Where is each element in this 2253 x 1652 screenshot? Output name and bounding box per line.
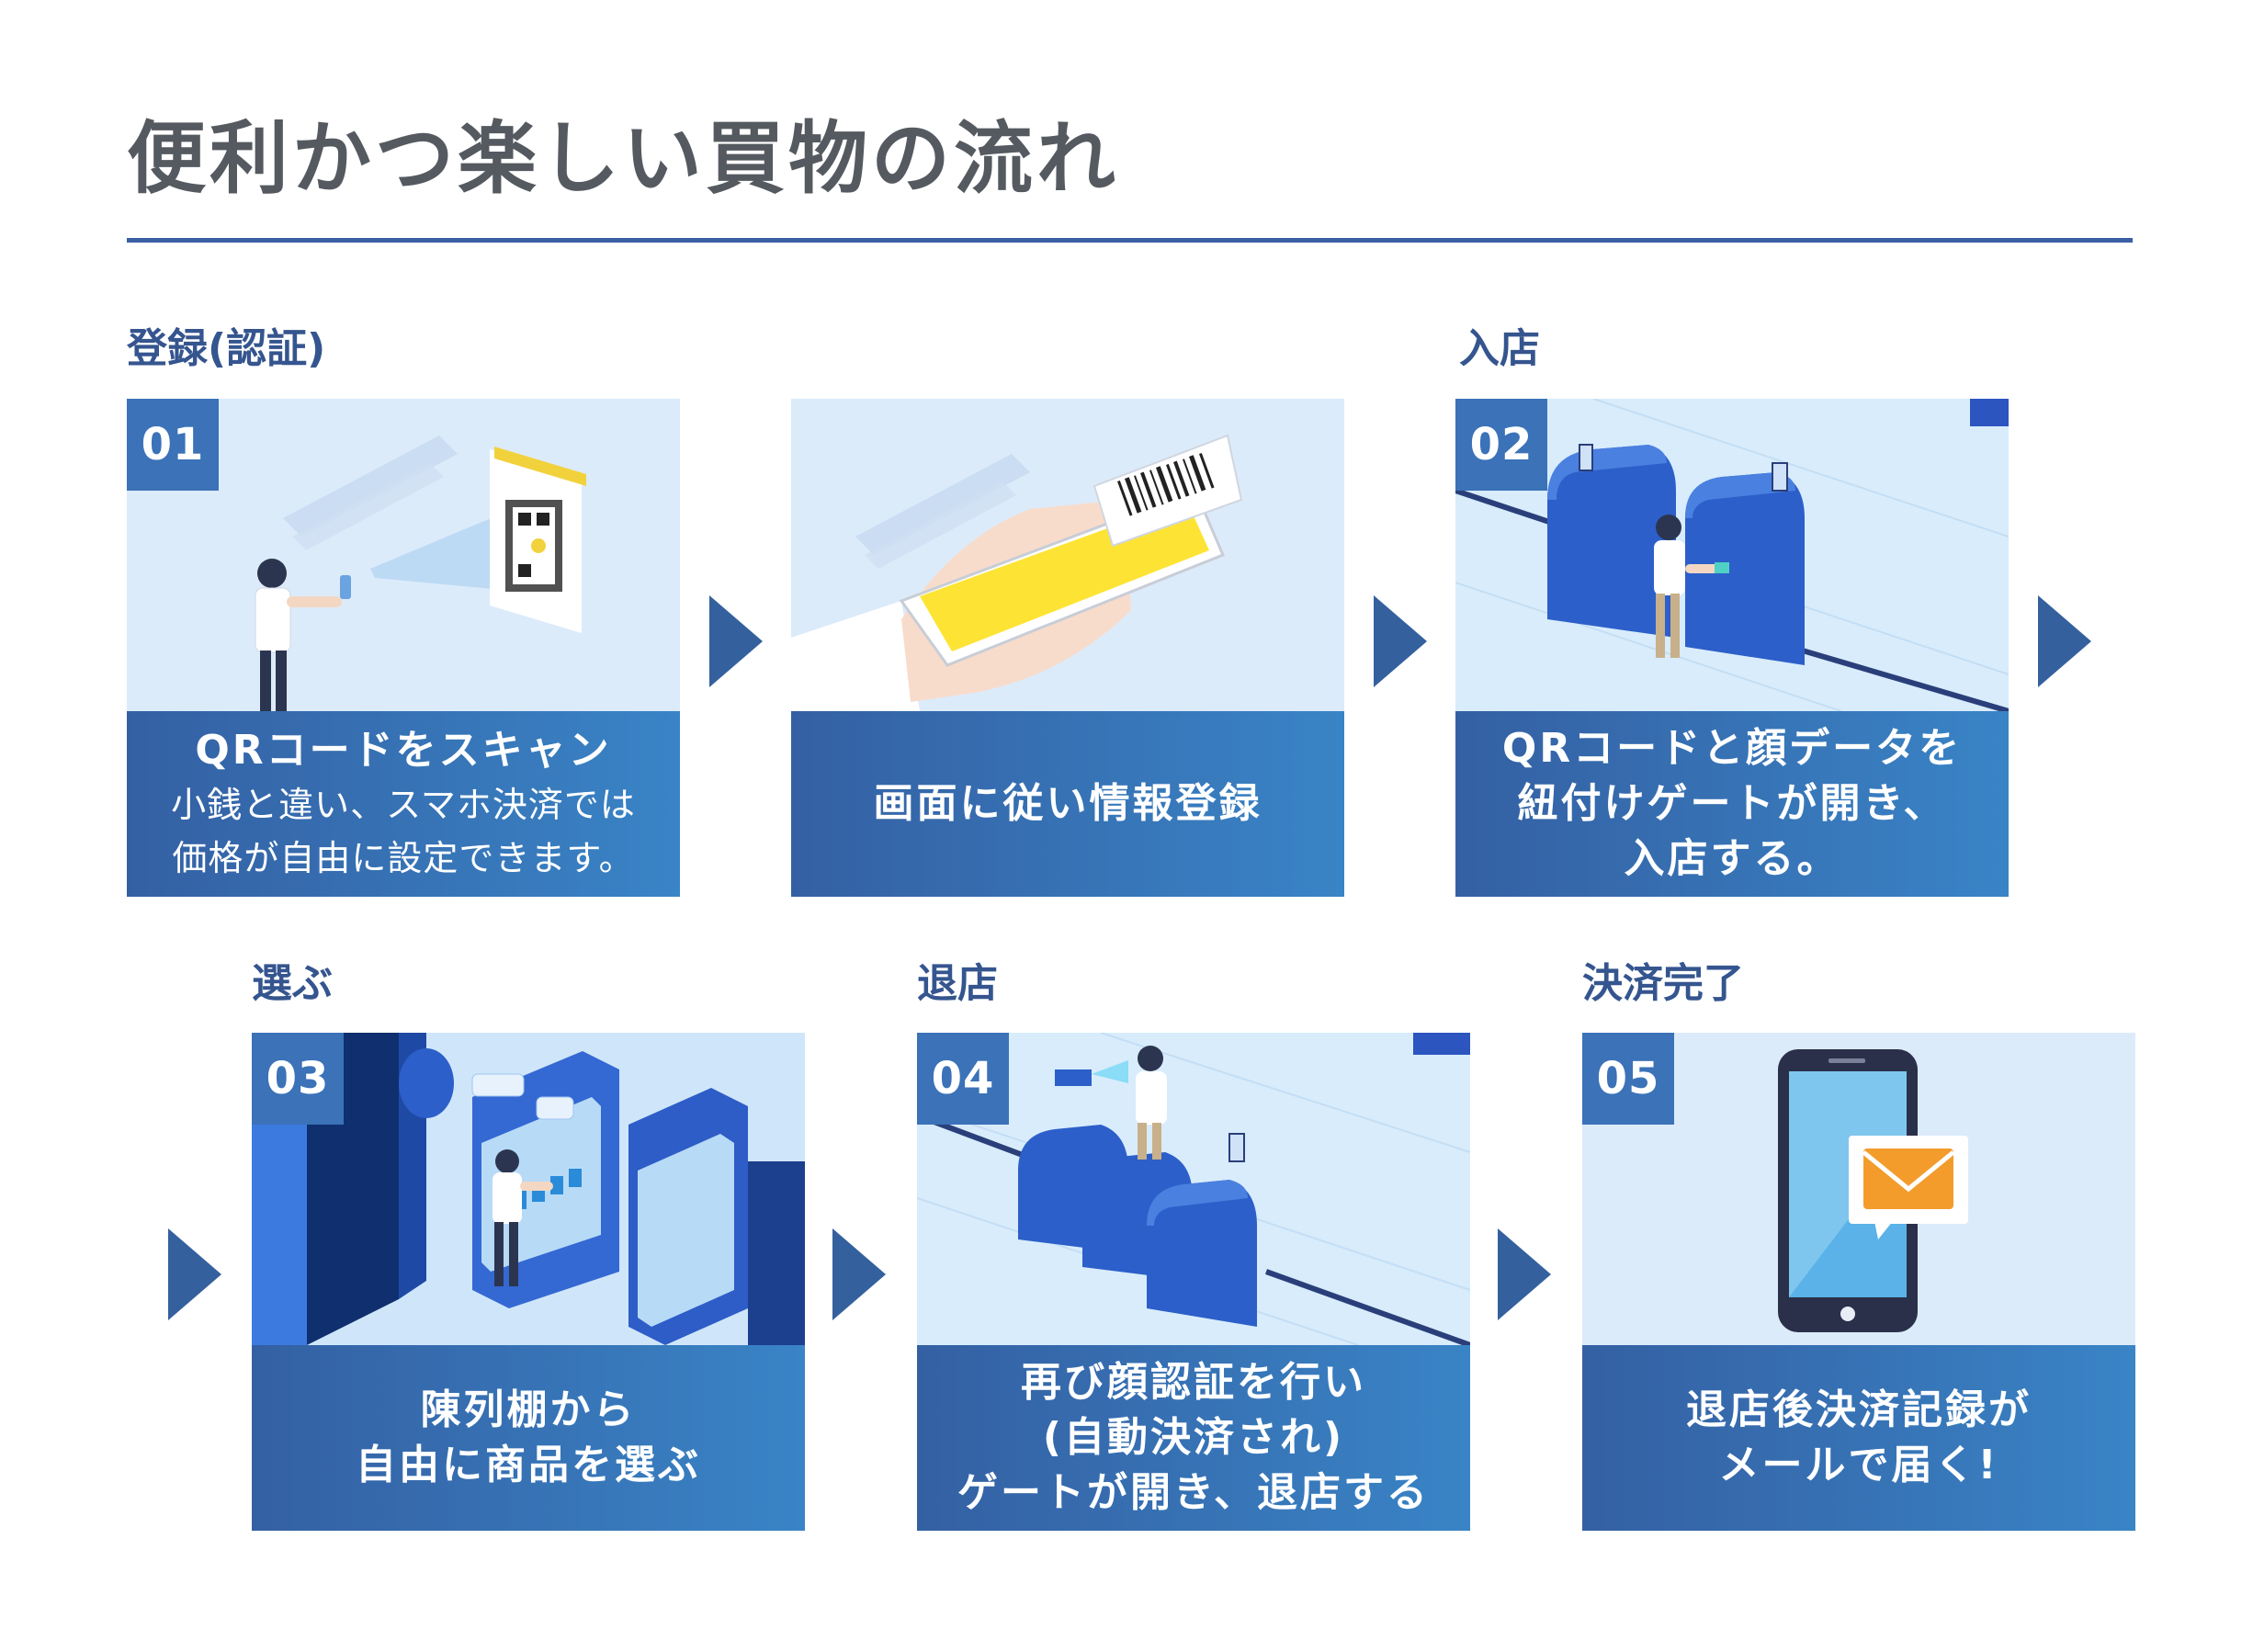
step-caption-01: QRコードをスキャン 小銭と違い、スマホ決済では 価格が自由に設定できます。 — [127, 711, 680, 897]
step-title-04-line2: (自動決済され) — [1042, 1414, 1345, 1461]
step-badge-05: 05 — [1582, 1033, 1674, 1125]
step-card-02: 02 QRコードと顔データを 紐付けゲートが開き、 入店する。 — [1455, 399, 2009, 897]
step-caption-05: 退店後決済記録が メールで届く! — [1582, 1345, 2135, 1531]
phone-mail-illustration — [1582, 1033, 2135, 1345]
arrow-right-icon — [832, 1228, 886, 1320]
step-caption-04: 再び顔認証を行い (自動決済され) ゲートが開き、退店する — [917, 1345, 1470, 1531]
step-badge-02: 02 — [1455, 399, 1547, 491]
arrow-right-icon — [2038, 595, 2091, 687]
page-title: 便利かつ楽しい買物の流れ — [127, 113, 1119, 205]
step-title-02-line2: 紐付けゲートが開き、 — [1517, 780, 1947, 827]
step-card-04: 04 再び顔認証を行い (自動決済され) ゲートが開き、退店する — [917, 1033, 1470, 1531]
step-title-02-line3: 入店する。 — [1624, 835, 1840, 882]
step-title-03-line1: 陳列棚から — [420, 1386, 637, 1433]
step-badge-03: 03 — [252, 1033, 344, 1125]
step-title-03-line2: 自由に商品を選ぶ — [356, 1442, 701, 1488]
section-label-register: 登録(認証) — [127, 325, 326, 372]
step-description-line2: 価格が自由に設定できます。 — [172, 838, 635, 878]
step-title-05-line1: 退店後決済記録が — [1686, 1386, 2032, 1433]
arrow-right-icon — [1374, 595, 1427, 687]
step-title-01: QRコードをスキャン — [195, 727, 612, 774]
entry-gate-illustration — [1455, 399, 2009, 711]
store-shelves-illustration — [252, 1033, 805, 1345]
step-badge-01: 01 — [127, 399, 219, 491]
step-caption-02: QRコードと顔データを 紐付けゲートが開き、 入店する。 — [1455, 711, 2009, 897]
exit-gate-illustration — [917, 1033, 1470, 1345]
step-title-04-line3: ゲートが開き、退店する — [957, 1469, 1430, 1516]
person-scanning-qr-illustration — [127, 399, 680, 711]
step-caption-03: 陳列棚から 自由に商品を選ぶ — [252, 1345, 805, 1531]
step-title-02-line1: QRコードと顔データを — [1501, 725, 1963, 772]
step-card-03: 03 陳列棚から 自由に商品を選ぶ — [252, 1033, 805, 1531]
step-card-01: 01 QRコードをスキャン 小銭と違い、スマホ決済では 価格が自由に設定できます… — [127, 399, 680, 897]
step-description-line1: 小銭と違い、スマホ決済では — [171, 785, 636, 825]
hand-holding-phone-illustration — [791, 399, 1344, 711]
arrow-right-icon — [709, 595, 763, 687]
section-label-exit: 退店 — [917, 960, 998, 1007]
step-card-register-form: 画面に従い情報登録 — [791, 399, 1344, 897]
section-label-choose: 選ぶ — [252, 960, 333, 1007]
step-badge-04: 04 — [917, 1033, 1009, 1125]
arrow-right-icon — [168, 1228, 221, 1320]
arrow-right-icon — [1498, 1228, 1551, 1320]
section-label-complete: 決済完了 — [1582, 960, 1744, 1007]
step-card-05: 05 退店後決済記録が メールで届く! — [1582, 1033, 2135, 1531]
section-label-enter: 入店 — [1459, 325, 1540, 372]
step-title-04-line1: 再び顔認証を行い — [1021, 1359, 1366, 1406]
step-title-register-form: 画面に従い情報登録 — [873, 780, 1262, 827]
title-underline — [127, 238, 2133, 243]
step-title-05-line2: メールで届く! — [1718, 1442, 1999, 1488]
step-caption-register-form: 画面に従い情報登録 — [791, 711, 1344, 897]
